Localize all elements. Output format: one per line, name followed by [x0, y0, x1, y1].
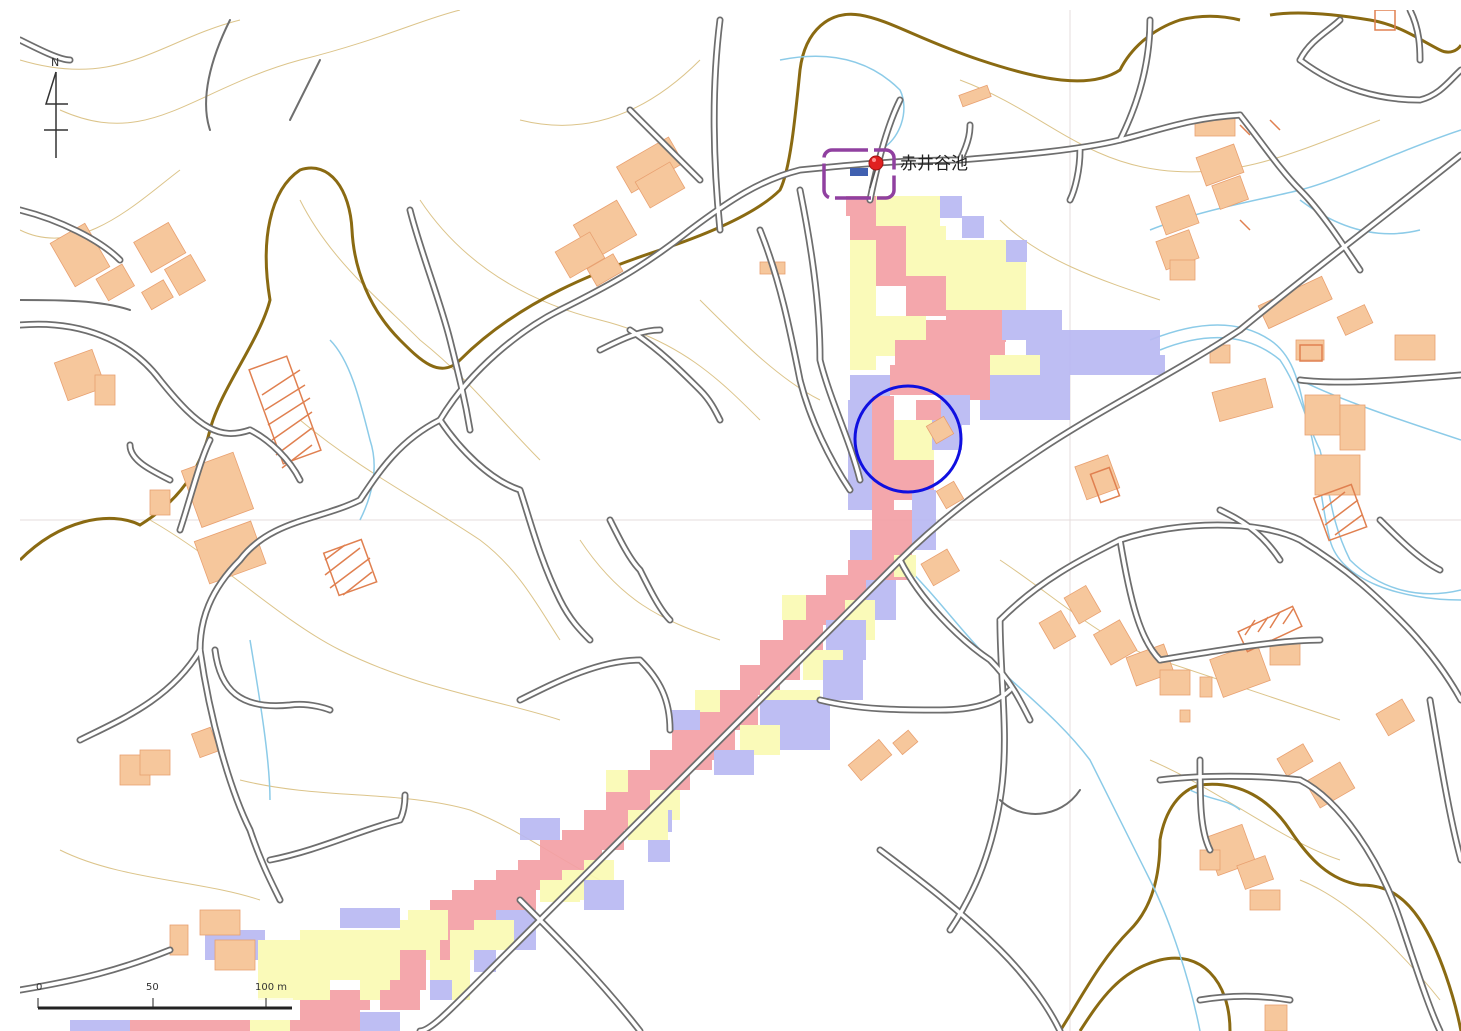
flood-cell-high [380, 990, 420, 1010]
flood-cell-medium [606, 770, 628, 792]
flood-cell-medium [906, 226, 946, 276]
scale-bar [37, 998, 293, 1012]
flood-cell-low [340, 908, 400, 928]
flood-cell-high [130, 1020, 250, 1031]
north-arrow-icon [44, 71, 68, 158]
flood-cell-low [70, 1020, 130, 1031]
flood-cell-high [876, 226, 906, 286]
buildings [49, 84, 1436, 1031]
flood-cell-high [872, 510, 912, 550]
north-label: N [51, 56, 59, 69]
flood-cell-low [520, 818, 560, 840]
flood-cell-medium [782, 595, 806, 620]
focus-circle [853, 384, 963, 494]
pond-box [822, 148, 896, 200]
grid-lines [20, 10, 1461, 1031]
frame-top-margin [0, 0, 1461, 10]
flood-cell-high [890, 365, 960, 395]
flood-cell-medium [1002, 262, 1026, 310]
location-pin-icon [868, 155, 884, 189]
index-contours [18, 11, 1461, 1031]
hatched-buildings [248, 9, 1396, 653]
flood-cell-medium [850, 300, 876, 370]
flood-cell-medium [876, 196, 940, 226]
flood-cell-low [823, 660, 863, 700]
flood-cell-low [1050, 375, 1070, 415]
scale-tick-50: 50 [146, 982, 159, 993]
flood-cell-high [926, 320, 1006, 342]
flood-cell-low [584, 880, 624, 910]
flood-cell-medium [695, 690, 720, 712]
flood-cell-low [430, 980, 452, 1000]
flood-cell-low [360, 1012, 400, 1031]
flood-cell-low [940, 196, 962, 218]
road-network [16, 6, 1461, 1031]
scale-tick-0: 0 [36, 982, 42, 993]
flood-cell-low [670, 710, 700, 730]
flood-grid [70, 196, 1165, 1031]
flood-cell-low [714, 750, 754, 775]
flood-cell-low [1005, 240, 1027, 262]
place-label: 赤井谷池 [900, 154, 968, 174]
flood-cell-medium [990, 355, 1040, 375]
flood-cell-low [648, 840, 670, 862]
scale-tick-100: 100 m [255, 982, 287, 993]
flood-cell-medium [290, 960, 330, 1000]
flood-cell-high [906, 276, 946, 316]
flood-cell-medium [474, 920, 514, 950]
flood-cell-low [962, 216, 984, 238]
flood-cell-high [290, 1020, 360, 1031]
flood-cell-high [872, 396, 894, 516]
frame-left-margin [0, 0, 20, 1031]
flood-cell-medium [946, 240, 1006, 310]
flood-cell-high [916, 400, 941, 420]
